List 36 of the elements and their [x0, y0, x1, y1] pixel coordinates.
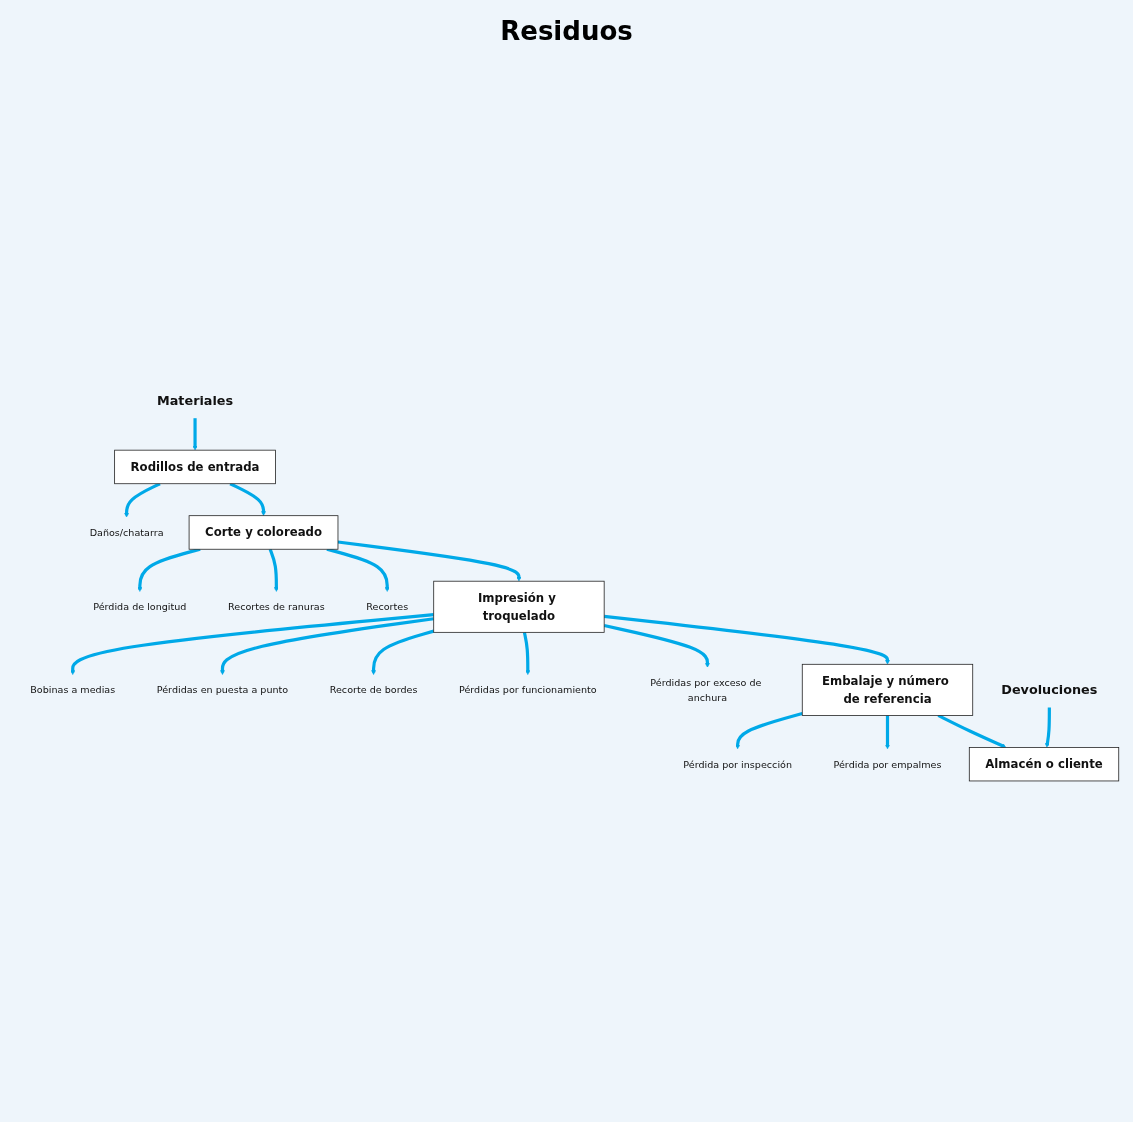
arrow — [337, 540, 522, 582]
node-text: Devoluciones — [1001, 682, 1098, 698]
column-heading: Residuos — [500, 16, 633, 46]
arrow — [70, 613, 434, 675]
arrow — [735, 711, 803, 750]
node-box: Impresión y troquelado — [433, 580, 605, 633]
node-text: Pérdida de longitud — [93, 601, 187, 613]
arrow — [326, 547, 390, 592]
node-box: Embalaje y número de referencia — [801, 663, 974, 716]
node-text: Pérdida por empalmes — [833, 758, 942, 770]
arrow — [937, 714, 1007, 748]
arrow — [124, 482, 161, 518]
arrow — [192, 418, 198, 451]
arrow — [604, 614, 890, 665]
node-box: Rodillos de entrada — [114, 449, 276, 485]
arrow — [371, 629, 435, 675]
node-box: Corte y coloreado — [188, 515, 339, 550]
node-box: Almacén o cliente — [968, 747, 1120, 782]
arrow — [522, 632, 531, 675]
node-text: Pérdida por inspección — [683, 758, 792, 770]
node-text: Pérdidas por exceso de anchura — [650, 677, 762, 703]
arrow — [1045, 707, 1051, 748]
arrow — [885, 715, 890, 750]
node-text: Bobinas a medias — [30, 684, 116, 696]
node-text: Recortes — [366, 601, 409, 613]
arrow — [137, 547, 201, 592]
node-text: Recortes de ranuras — [228, 601, 325, 613]
arrow — [268, 548, 279, 592]
arrow — [220, 617, 434, 675]
node-text: Materiales — [157, 393, 234, 409]
node-text: Recorte de bordes — [329, 684, 418, 696]
node-text: Pérdidas por funcionamiento — [458, 684, 597, 696]
arrow — [603, 624, 710, 668]
node-text: Pérdidas en puesta a punto — [156, 684, 289, 696]
arrow — [229, 482, 266, 516]
node-text: Daños/chatarra — [89, 526, 164, 539]
